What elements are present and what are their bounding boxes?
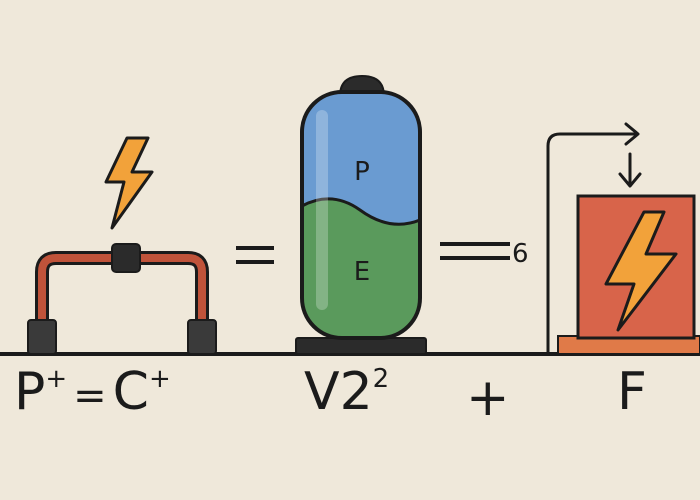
label-v2: V2 [304,362,373,422]
wire-plug-right [187,319,217,355]
equation-middle-label: V22 [304,366,389,418]
arrow-down-icon [618,152,642,188]
battery-bottom-letter: E [354,257,370,287]
label-base: P [14,362,46,422]
label-sup: + [45,364,68,394]
lightning-bolt-icon [604,210,678,332]
equation-plus: + [466,368,510,428]
equals-sign [236,246,274,264]
equals-six-label: 6 [512,239,529,269]
battery-top-letter: P [354,157,370,187]
wire-connector [111,243,141,273]
wire-plug-left [27,319,57,355]
battery [295,74,427,355]
lightning-bolt-icon [104,136,154,230]
equation-left-label: P+=C+ [14,366,171,418]
wire-circuit [27,243,217,355]
equation-right-label: F [617,362,647,422]
arrow-right-icon [546,122,640,354]
equals-six [440,242,510,260]
label-equals: = [73,373,107,419]
label-sup2: + [148,364,171,394]
label-v2-sup: 2 [372,364,390,394]
label-base2: C [112,362,149,422]
